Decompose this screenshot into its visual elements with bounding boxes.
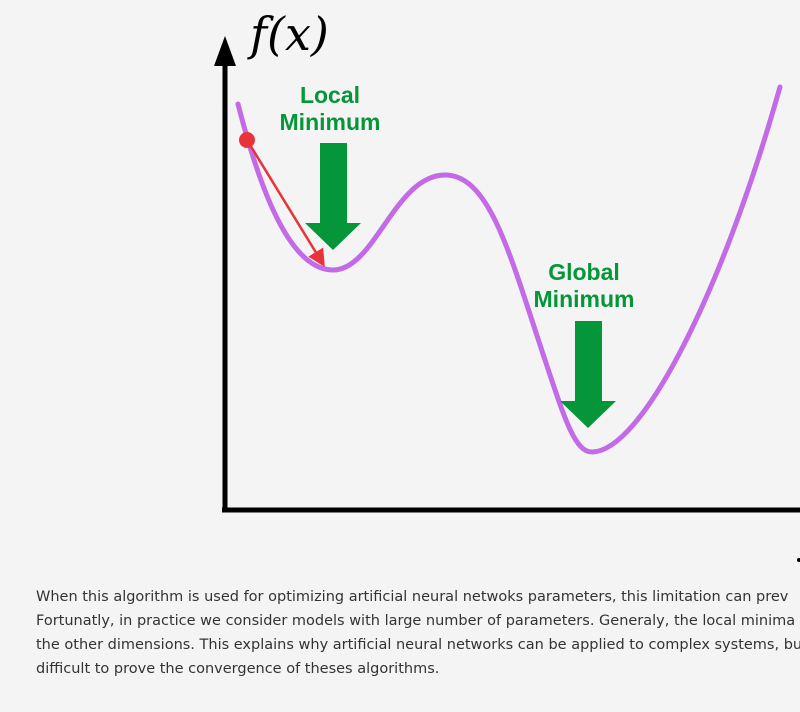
paragraph-line-3: the other dimensions. This explains why …	[36, 637, 800, 653]
loss-curve	[235, 84, 783, 455]
starting-point-dot	[239, 132, 255, 148]
global-minimum-label-line1: Global	[548, 259, 620, 285]
body-paragraph: When this algorithm is used for optimizi…	[36, 585, 800, 681]
y-axis-label: f(x)	[247, 7, 329, 61]
gradient-step-arrow	[245, 139, 325, 267]
y-axis-arrowhead	[214, 36, 236, 66]
local-minimum-label-line1: Local	[300, 82, 360, 108]
paragraph-line-4: difficult to prove the convergence of th…	[36, 661, 440, 677]
global-minimum-label-line2: Minimum	[534, 286, 635, 312]
x-axis-label-fragment	[797, 558, 800, 562]
local-minimum-label-line2: Minimum	[280, 109, 381, 135]
global-minimum-arrow	[560, 321, 616, 428]
local-global-minimum-diagram: f(x) Local Minimum Global Minimum	[214, 7, 800, 562]
local-minimum-arrow	[305, 143, 361, 250]
paragraph-line-1: When this algorithm is used for optimizi…	[36, 589, 789, 605]
paragraph-line-2: Fortunatly, in practice we consider mode…	[36, 613, 800, 629]
